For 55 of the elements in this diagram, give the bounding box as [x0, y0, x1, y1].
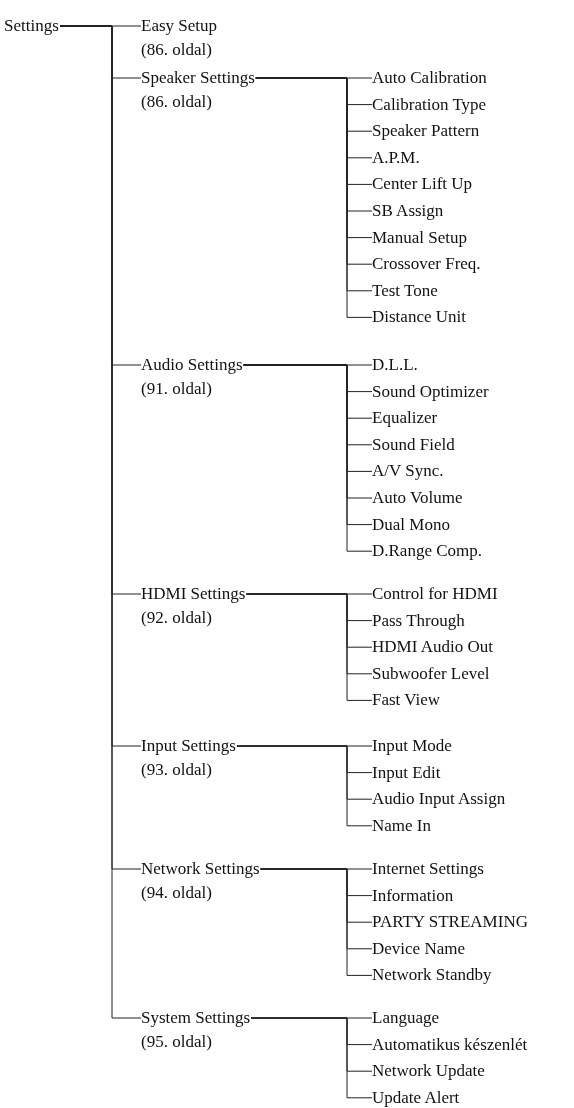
menu-item-label: System Settings [141, 1007, 251, 1029]
menu-item-label: Equalizer [372, 406, 572, 431]
menu-item-label: Pass Through [372, 608, 572, 633]
menu-item-label: Control for HDMI [372, 582, 572, 606]
menu-item-label: Input Mode [372, 734, 572, 758]
menu-item-label: Auto Calibration [372, 66, 572, 90]
menu-item-label: SB Assign [372, 199, 572, 223]
menu-item-label: Auto Volume [372, 486, 572, 510]
page-reference: (86. oldal) [141, 39, 212, 61]
menu-item-label: Update Alert [372, 1085, 572, 1108]
menu-item-label: Device Name [372, 936, 572, 961]
tree-connector [245, 593, 373, 701]
menu-item-label: Speaker Pattern [372, 119, 572, 144]
menu-item-label: Manual Setup [372, 225, 572, 250]
menu-item-label: Language [372, 1006, 572, 1030]
menu-item-label: Crossover Freq. [372, 252, 572, 277]
menu-item-label: Name In [372, 813, 572, 838]
page-reference: (95. oldal) [141, 1031, 212, 1053]
menu-item-label: PARTY STREAMING [372, 910, 572, 935]
menu-item-label: Speaker Settings [141, 67, 255, 89]
page-reference: (93. oldal) [141, 759, 212, 781]
menu-item-label: Automatikus készenlét [372, 1032, 572, 1057]
menu-item-label: Center Lift Up [372, 172, 572, 197]
menu-item-label: Input Edit [372, 760, 572, 785]
page-reference: (94. oldal) [141, 882, 212, 904]
tree-connector [236, 745, 373, 827]
menu-item-label: A.P.M. [372, 145, 572, 170]
menu-item-label: Dual Mono [372, 512, 572, 537]
menu-item-label: HDMI Audio Out [372, 635, 572, 660]
tree-connector [260, 868, 373, 976]
menu-item-label: D.L.L. [372, 353, 572, 377]
menu-item-label: Information [372, 883, 572, 908]
menu-item-label: Sound Optimizer [372, 379, 572, 404]
menu-item-label: Network Settings [141, 858, 260, 880]
menu-item-label: Fast View [372, 688, 572, 713]
page-reference: (91. oldal) [141, 378, 212, 400]
menu-item-label: Easy Setup [141, 15, 218, 37]
menu-item-label: Test Tone [372, 278, 572, 303]
menu-item-label: Subwoofer Level [372, 661, 572, 686]
page-reference: (86. oldal) [141, 91, 212, 113]
menu-item-label: HDMI Settings [141, 583, 246, 605]
tree-connector [250, 1017, 373, 1099]
menu-item-label: Audio Settings [141, 354, 243, 376]
menu-item-label: Sound Field [372, 432, 572, 457]
menu-item-label: Calibration Type [372, 92, 572, 117]
menu-item-label: A/V Sync. [372, 459, 572, 484]
menu-item-label: Internet Settings [372, 857, 572, 881]
menu-item-label: Distance Unit [372, 305, 572, 330]
menu-item-label: Network Update [372, 1059, 572, 1084]
menu-item-label: Audio Input Assign [372, 787, 572, 812]
menu-item-label: Network Standby [372, 963, 572, 988]
menu-item-label: D.Range Comp. [372, 539, 572, 564]
page-reference: (92. oldal) [141, 607, 212, 629]
menu-item-label: Input Settings [141, 735, 236, 757]
menu-root-label: Settings [4, 14, 78, 38]
